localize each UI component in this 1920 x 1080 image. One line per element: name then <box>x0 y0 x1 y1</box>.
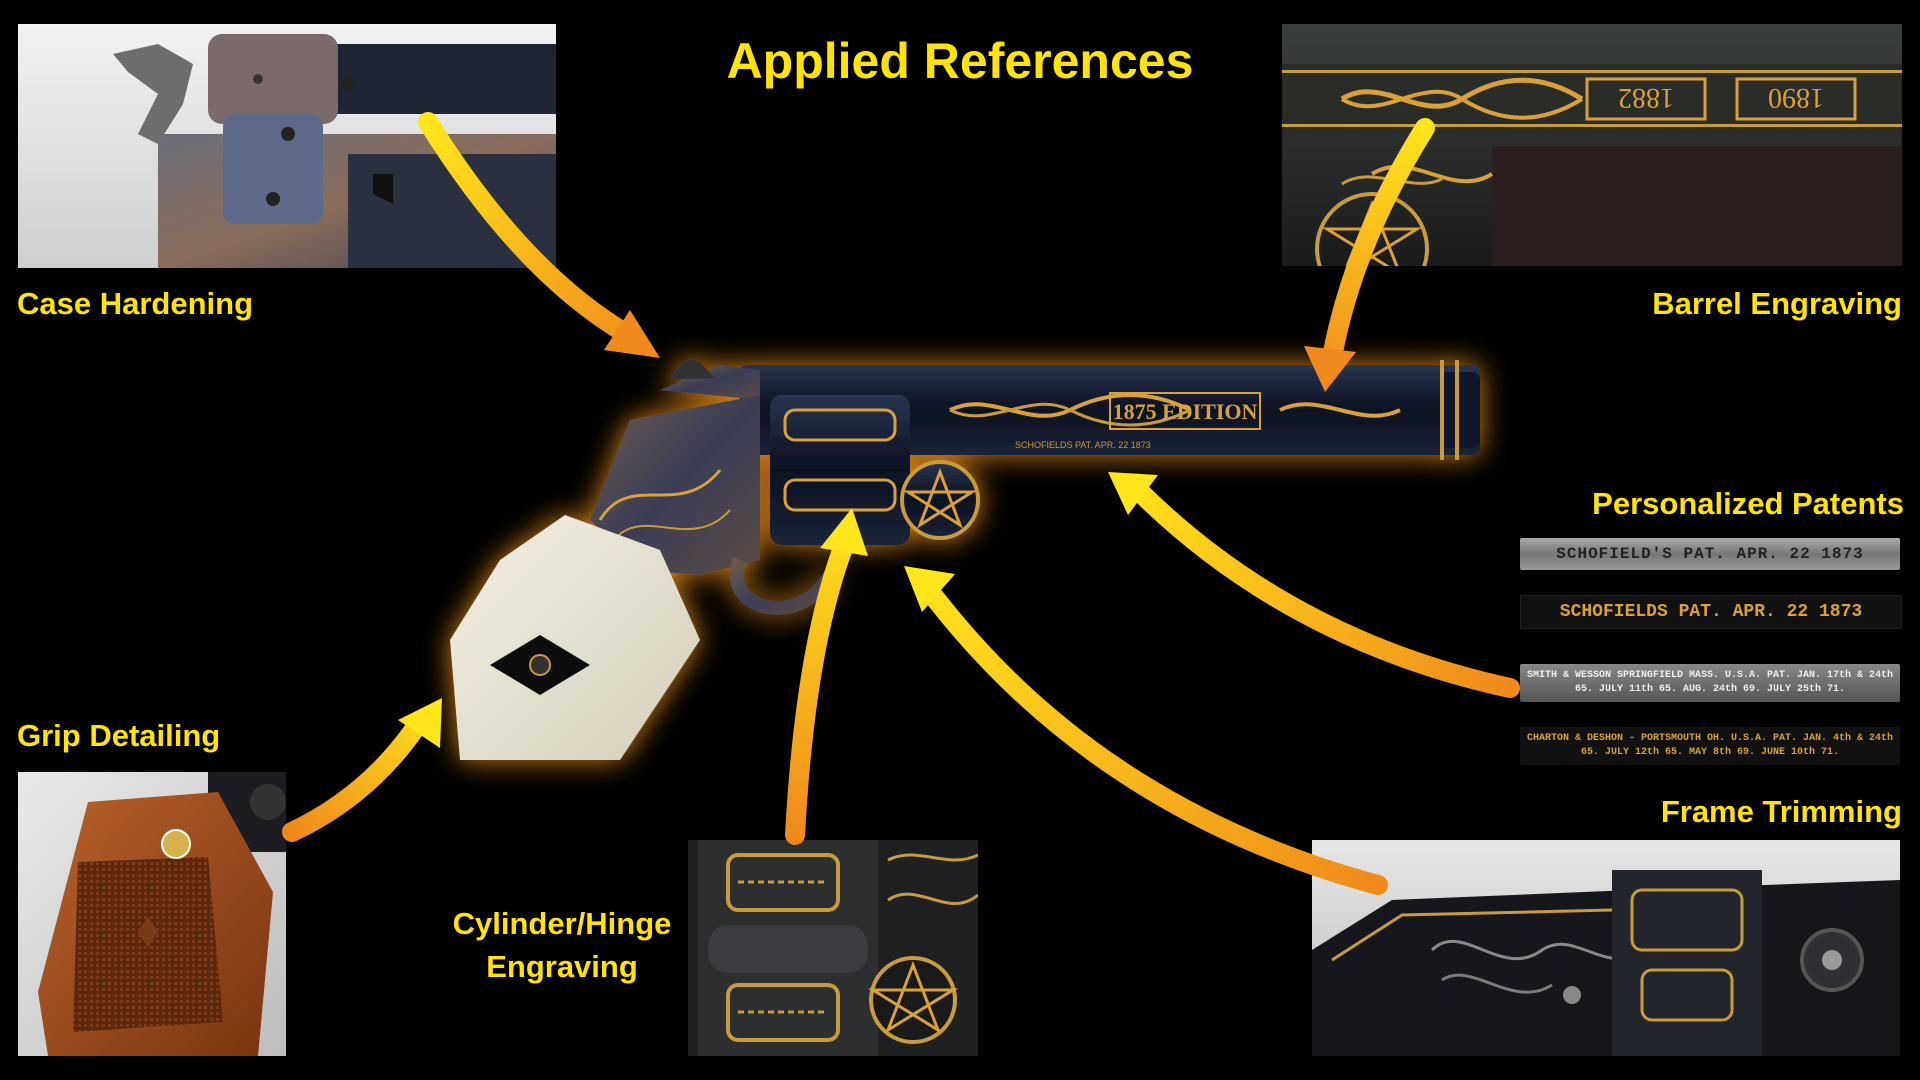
cylinder-hinge-photo <box>688 840 978 1056</box>
frame-trimming-photo <box>1312 840 1900 1056</box>
barrel-engraving-label: Barrel Engraving <box>1652 286 1902 321</box>
frame-patent-text: SCHOFIELDS PAT. APR. 22 1873 <box>1015 440 1151 450</box>
patent-stamp-1: SCHOFIELD'S PAT. APR. 22 1873 <box>1520 538 1900 570</box>
patent-stamp-3: SMITH & WESSON SPRINGFIELD MASS. U.S.A. … <box>1520 664 1900 702</box>
arrow-barrel-engraving <box>1304 118 1435 392</box>
arrow-case-hardening <box>418 112 660 358</box>
cylinder-hinge-label-line1: Cylinder/Hinge <box>452 906 672 941</box>
revolver-body <box>450 359 1480 760</box>
barrel-photo-date-left: 1882 <box>1618 82 1674 113</box>
arrow-grip-detailing <box>282 698 442 842</box>
arrow-frame-trimming <box>904 566 1388 895</box>
cylinder-hinge-label: Cylinder/Hinge Engraving <box>420 902 704 988</box>
arrow-personalized-patents <box>1108 472 1520 698</box>
grip-detailing-label: Grip Detailing <box>17 718 221 753</box>
cylinder-hinge-label-line2: Engraving <box>486 949 638 984</box>
patent-stamp-4: CHARTON & DESHON - PORTSMOUTH OH. U.S.A.… <box>1520 727 1900 765</box>
case-hardening-label: Case Hardening <box>17 286 254 321</box>
patent-stamp-2: SCHOFIELDS PAT. APR. 22 1873 <box>1520 595 1902 629</box>
case-hardening-photo <box>18 24 556 268</box>
barrel-engraving-photo: 1882 1890 <box>1282 24 1902 266</box>
page-title: Applied References <box>726 33 1194 89</box>
barrel-inscription: 1875 EDITION <box>1113 399 1258 424</box>
frame-trimming-label: Frame Trimming <box>1660 794 1902 829</box>
grip-detailing-photo <box>18 772 286 1056</box>
personalized-patents-label: Personalized Patents <box>1592 486 1904 521</box>
barrel-photo-date-right: 1890 <box>1768 82 1824 113</box>
arrow-cylinder-hinge <box>785 508 868 845</box>
